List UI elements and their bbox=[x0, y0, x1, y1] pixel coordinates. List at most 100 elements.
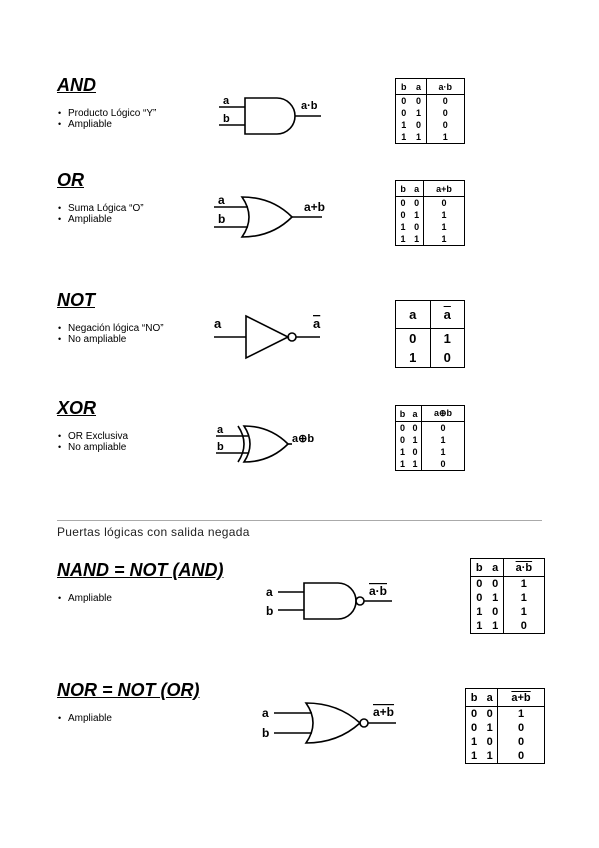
table-row: 1 1 0 bbox=[396, 458, 465, 471]
table-cell: 0 bbox=[497, 735, 545, 749]
table-header-row: b a a+b bbox=[465, 688, 545, 707]
table-cell: 1 bbox=[400, 234, 406, 244]
table-cell: 1 bbox=[476, 606, 483, 618]
table-cell: 0 bbox=[400, 210, 406, 220]
table-cell: 1 bbox=[486, 722, 493, 734]
column-header: b bbox=[465, 688, 483, 707]
table-cell: 1 bbox=[409, 350, 417, 365]
table-cell: 1 bbox=[412, 435, 418, 445]
or-input-a-label: a bbox=[218, 193, 225, 207]
table-cell: 0 bbox=[400, 198, 406, 208]
nor-description: Ampliable bbox=[58, 713, 112, 724]
table-cell: 1 bbox=[400, 459, 406, 469]
section-divider bbox=[57, 520, 542, 521]
table-cell: 0 bbox=[429, 348, 465, 368]
column-header: a bbox=[482, 688, 498, 707]
not-description: Negación lógica “NO” No ampliable bbox=[58, 323, 164, 345]
or-gate-symbol: a b a+b bbox=[214, 193, 325, 238]
nor-output-label: a+b bbox=[373, 705, 394, 719]
column-header: a+b bbox=[511, 691, 531, 704]
column-header: b bbox=[395, 78, 412, 95]
bullet-item: Ampliable bbox=[58, 713, 112, 724]
table-cell: 1 bbox=[420, 446, 465, 458]
table-row: 1 0 0 bbox=[466, 735, 545, 749]
and-input-a-label: a bbox=[223, 95, 230, 107]
or-input-b-label: b bbox=[218, 212, 225, 226]
table-row: 0 1 1 bbox=[396, 434, 465, 446]
column-header: a bbox=[409, 405, 422, 422]
table-cell: 0 bbox=[502, 619, 545, 634]
table-row: 1 1 0 bbox=[471, 619, 545, 634]
table-cell: 1 bbox=[423, 221, 465, 233]
section-title: Puertas lógicas con salida negada bbox=[57, 525, 250, 539]
table-cell: 0 bbox=[409, 331, 417, 346]
and-output-label: a·b bbox=[301, 100, 318, 112]
table-cell: 0 bbox=[497, 749, 545, 764]
xor-description: OR Exclusiva No ampliable bbox=[58, 431, 128, 453]
table-cell: 1 bbox=[492, 592, 499, 604]
nor-input-b-label: b bbox=[262, 726, 269, 740]
table-cell: 1 bbox=[502, 591, 545, 605]
table-row: 1 1 0 bbox=[466, 749, 545, 764]
table-cell: 0 bbox=[412, 423, 418, 433]
table-cell: 0 bbox=[476, 578, 483, 590]
table-row: 0 0 0 bbox=[396, 94, 465, 107]
column-header: a bbox=[443, 307, 451, 322]
table-row: 0 0 1 bbox=[471, 576, 545, 591]
bullet-item: Ampliable bbox=[58, 214, 144, 225]
nand-input-a-label: a bbox=[266, 585, 273, 599]
table-cell: 0 bbox=[414, 222, 420, 232]
table-cell: 1 bbox=[423, 233, 465, 246]
xor-input-a-label: a bbox=[217, 424, 224, 436]
table-cell: 0 bbox=[471, 722, 478, 734]
table-header-row: b a a·b bbox=[470, 558, 545, 577]
table-cell: 0 bbox=[471, 708, 478, 720]
table-cell: 0 bbox=[401, 108, 407, 118]
table-row: 1 0 1 bbox=[396, 446, 465, 458]
column-header: b bbox=[470, 558, 488, 577]
nand-gate-symbol: a b a·b bbox=[266, 582, 392, 620]
table-row: 0 1 0 bbox=[466, 721, 545, 735]
table-cell: 1 bbox=[400, 222, 406, 232]
table-cell: 0 bbox=[401, 96, 407, 106]
table-cell: 1 bbox=[420, 434, 465, 446]
bullet-item: Ampliable bbox=[58, 593, 112, 604]
column-header: a·b bbox=[425, 78, 465, 95]
table-cell: 1 bbox=[471, 750, 478, 762]
table-cell: 1 bbox=[492, 620, 499, 632]
table-cell: 1 bbox=[497, 706, 545, 721]
table-cell: 0 bbox=[414, 198, 420, 208]
table-cell: 1 bbox=[502, 605, 545, 619]
and-title: AND bbox=[57, 75, 96, 95]
table-cell: 0 bbox=[420, 421, 465, 434]
table-cell: 0 bbox=[420, 458, 465, 471]
and-gate-symbol: a b a·b bbox=[219, 95, 321, 135]
table-row: 0 1 1 bbox=[396, 209, 465, 221]
table-row: 1 0 1 bbox=[396, 221, 465, 233]
table-cell: 0 bbox=[476, 592, 483, 604]
table-cell: 0 bbox=[425, 119, 465, 131]
table-cell: 0 bbox=[492, 606, 499, 618]
table-cell: 0 bbox=[492, 578, 499, 590]
table-cell: 1 bbox=[486, 750, 493, 762]
xor-gate-symbol: a b a⊕b bbox=[216, 424, 314, 463]
bullet-item: Negación lógica “NO” bbox=[58, 323, 164, 334]
nand-title: NAND = NOT (AND) bbox=[57, 560, 224, 580]
table-cell: 0 bbox=[415, 96, 421, 106]
column-header-cell: a+b bbox=[497, 688, 545, 707]
table-header-row: b a a+b bbox=[395, 180, 465, 197]
table-header-row: b a a⊕b bbox=[395, 405, 465, 422]
column-header: a+b bbox=[423, 180, 465, 197]
column-header: b bbox=[395, 405, 410, 422]
table-row: 1 0 1 bbox=[471, 605, 545, 619]
table-row: 0 0 0 bbox=[396, 421, 465, 434]
or-truth-table: b a a+b 0 0 0 0 1 1 1 0 1 1 1 1 bbox=[395, 180, 465, 246]
table-cell: 1 bbox=[429, 328, 465, 348]
table-cell: 1 bbox=[400, 447, 406, 457]
not-gate-symbol: a a bbox=[214, 314, 321, 360]
table-row: 1 1 1 bbox=[396, 131, 465, 144]
not-truth-table: a a 0 1 1 0 bbox=[395, 300, 465, 368]
column-header: a bbox=[410, 180, 424, 197]
nor-title: NOR = NOT (OR) bbox=[57, 680, 200, 700]
table-cell: 1 bbox=[476, 620, 483, 632]
